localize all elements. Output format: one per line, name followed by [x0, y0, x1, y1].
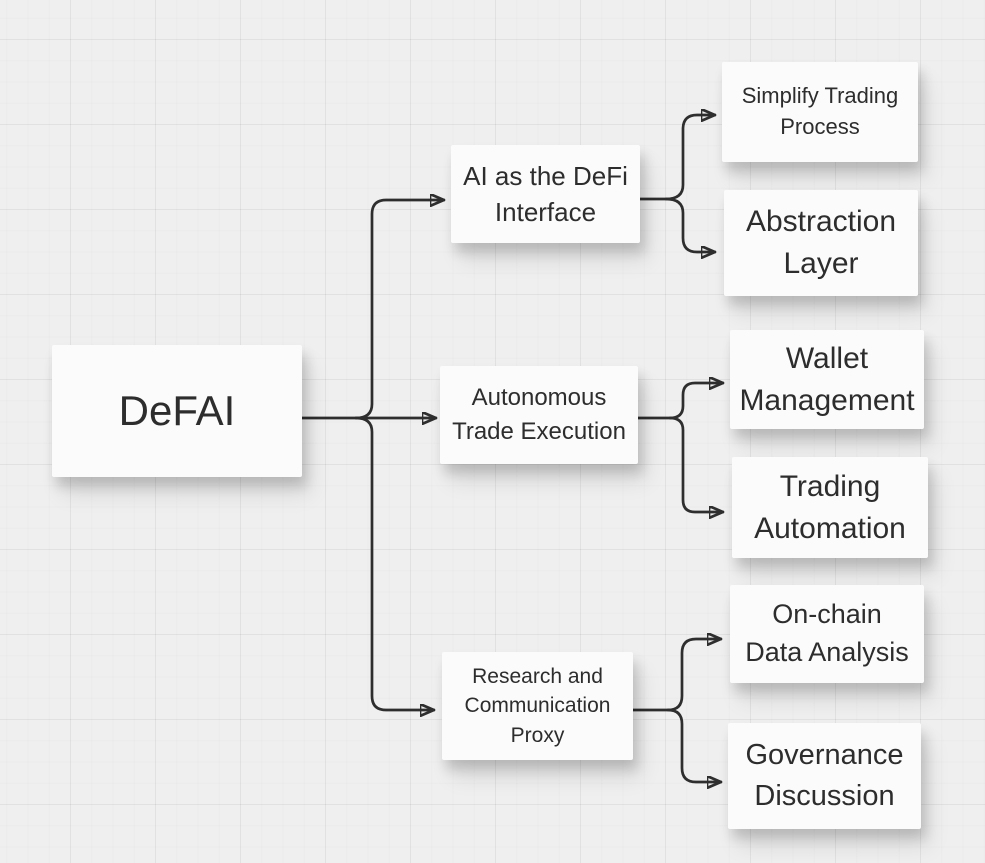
node-research-communication-proxy[interactable]: Research and Communication Proxy	[442, 652, 633, 760]
node-simplify-trading-process[interactable]: Simplify Trading Process	[722, 62, 918, 162]
node-root[interactable]: DeFAI	[52, 345, 302, 477]
node-label: Abstraction Layer	[745, 205, 897, 280]
node-trading-automation[interactable]: Trading Automation	[732, 457, 928, 558]
connector-branch3-to-leaf2	[666, 708, 723, 782]
connector-branch2-to-leaf1	[636, 383, 725, 420]
node-label: DeFAI	[118, 386, 236, 434]
node-label: Autonomous Trade Execution	[452, 384, 626, 445]
node-governance-discussion[interactable]: Governance Discussion	[728, 723, 921, 829]
node-autonomous-trade-execution[interactable]: Autonomous Trade Execution	[440, 366, 638, 464]
node-label: Research and Communication Proxy	[464, 664, 611, 747]
node-abstraction-layer[interactable]: Abstraction Layer	[724, 190, 918, 296]
node-label: Wallet Management	[739, 341, 915, 417]
connector-root-to-branch3	[354, 416, 436, 710]
node-label: On-chain Data Analysis	[745, 599, 909, 667]
node-label: AI as the DeFi Interface	[463, 160, 628, 227]
connector-branch3-to-leaf1	[631, 639, 723, 712]
connector-branch1-to-leaf1	[638, 115, 717, 201]
node-onchain-data-analysis[interactable]: On-chain Data Analysis	[730, 585, 924, 683]
node-ai-defi-interface[interactable]: AI as the DeFi Interface	[451, 145, 640, 243]
node-label: Simplify Trading Process	[741, 83, 899, 139]
connector-root-to-branch1	[354, 200, 446, 420]
connector-branch1-to-leaf2	[664, 197, 717, 252]
node-label: Trading Automation	[754, 469, 906, 545]
connector-branch2-to-leaf2	[668, 416, 725, 512]
node-label: Governance Discussion	[745, 739, 904, 812]
node-wallet-management[interactable]: Wallet Management	[730, 330, 924, 429]
